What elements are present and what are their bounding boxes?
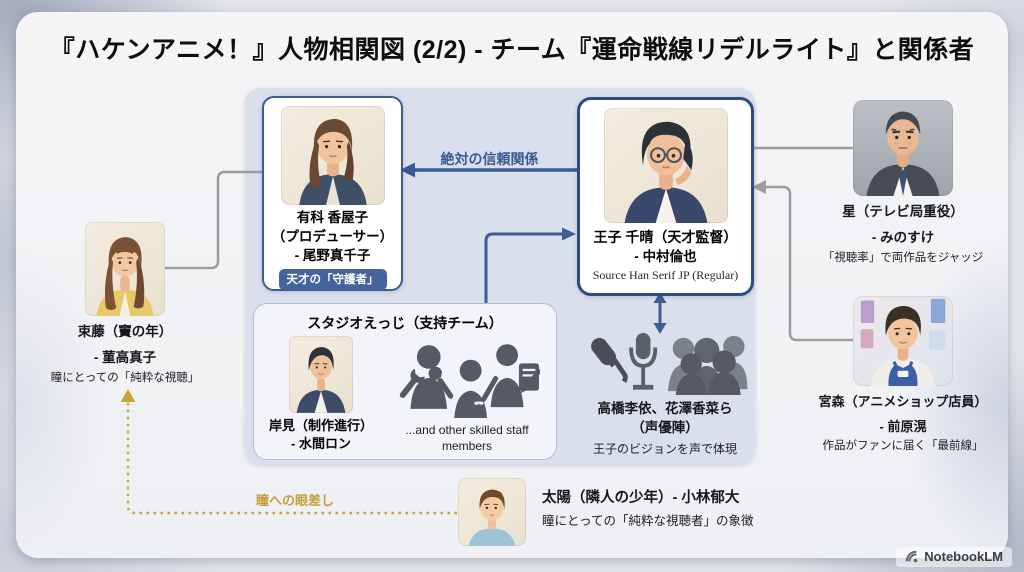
woman-producer-illustration [298, 118, 367, 205]
genius-director-illustration [624, 121, 707, 223]
young-woman-illustration [96, 237, 154, 316]
taiyo-avatar [458, 478, 526, 546]
watermark-label: NotebookLM [924, 549, 1003, 564]
notebooklm-logo-icon [906, 550, 918, 562]
node-ariko-card: 有科 香屋子 （プロデューサー） - 尾野真千子 天才の「守護者」 [262, 96, 403, 291]
staff-silhouettes-icon [399, 344, 542, 418]
hoshi-name: 星（テレビ局重役） [842, 204, 964, 219]
ariko-actor: - 尾野真千子 [294, 247, 371, 263]
ariko-role: （プロデューサー） [271, 228, 394, 244]
ariko-name: 有科 香屋子 [296, 210, 369, 225]
anime-shop-clerk-illustration [860, 298, 946, 386]
staff-caption-line1: ...and other skilled staff [405, 423, 529, 437]
voice-actors-group-label: （声優陣） [631, 419, 699, 435]
hoshi-desc: 「視聴率」で両作品をジャッジ [822, 251, 984, 264]
node-todo: 束藤（竇の年） - 菫高真子 瞳にとっての「純粋な視聴」 [40, 222, 210, 386]
ouji-name: 王子 千晴（天才監督） [593, 229, 738, 245]
hoshi-avatar [853, 100, 953, 196]
ariko-guardian-badge: 天才の「守護者」 [278, 268, 387, 290]
todo-desc: 瞳にとっての「純粋な視聴」 [50, 371, 200, 384]
gaze-label: 瞳への眼差し [255, 493, 334, 508]
hoshi-actor: - みのすけ [871, 229, 935, 245]
voice-actors-group: 高橋李依、花澤香菜ら （声優陣） 王子のビジョンを声で体現 [570, 331, 760, 457]
voice-actors-names: 高橋李依、花澤香菜ら [597, 401, 733, 416]
studio-edge-box: スタジオえっじ（支持チーム） 岸見（制作進行） - 水間 [253, 303, 557, 460]
voice-actors-desc: 王子のビジョンを声で体現 [592, 441, 737, 456]
node-miyamori: 宮森（アニメショップ店員） - 前原滉 作品がファンに届く「最前線」 [813, 296, 993, 455]
studio-other-staff: ...and other skilled staff members [388, 336, 546, 454]
miyamori-actor: - 前原滉 [879, 419, 927, 435]
production-staff-illustration [296, 346, 346, 413]
ouji-caption: Source Han Serif JP (Regular) [592, 268, 739, 283]
node-ouji-card: 王子 千晴（天才監督） - 中村倫也 Source Han Serif JP (… [577, 97, 754, 296]
todo-avatar [85, 222, 165, 316]
studio-member-kishimi: 岸見（制作進行） - 水間ロン [254, 336, 388, 454]
taiyo-desc: 瞳にとっての「純粋な視聴者」の象徴 [542, 514, 754, 529]
todo-name: 束藤（竇の年） [77, 324, 173, 339]
taiyo-name: 太陽（隣人の少年）- 小林郁大 [542, 490, 740, 506]
trust-relationship-label: 絶対の信頼関係 [440, 151, 539, 167]
kishimi-actor: - 水間ロン [291, 436, 351, 452]
notebooklm-watermark: NotebookLM [896, 547, 1012, 567]
node-hoshi: 星（テレビ局重役） - みのすけ 「視聴率」で両作品をジャッジ [813, 100, 993, 266]
kishimi-name: 岸見（制作進行） [268, 418, 373, 433]
miyamori-desc: 作品がファンに届く「最前線」 [822, 440, 984, 453]
microphones-and-crowd-icon [591, 332, 748, 395]
kishimi-avatar [289, 336, 353, 413]
tv-executive-illustration [866, 111, 940, 196]
ouji-avatar [603, 108, 728, 223]
staff-caption-line2: members [441, 438, 492, 453]
ariko-avatar [280, 106, 385, 205]
studio-title: スタジオえっじ（支持チーム） [307, 315, 503, 331]
node-taiyo: 太陽（隣人の少年）- 小林郁大 瞳にとっての「純粋な視聴者」の象徴 [458, 478, 918, 546]
todo-actor: - 菫高真子 [93, 349, 157, 365]
miyamori-name: 宮森（アニメショップ店員） [818, 394, 988, 409]
ouji-actor: - 中村倫也 [634, 248, 697, 264]
miyamori-avatar [853, 296, 953, 386]
page-title: 『ハケンアニメ！』人物相関図 (2/2) - チーム『運命戦線リデルライト』と関… [49, 36, 975, 64]
neighbor-boy-illustration [468, 489, 516, 546]
